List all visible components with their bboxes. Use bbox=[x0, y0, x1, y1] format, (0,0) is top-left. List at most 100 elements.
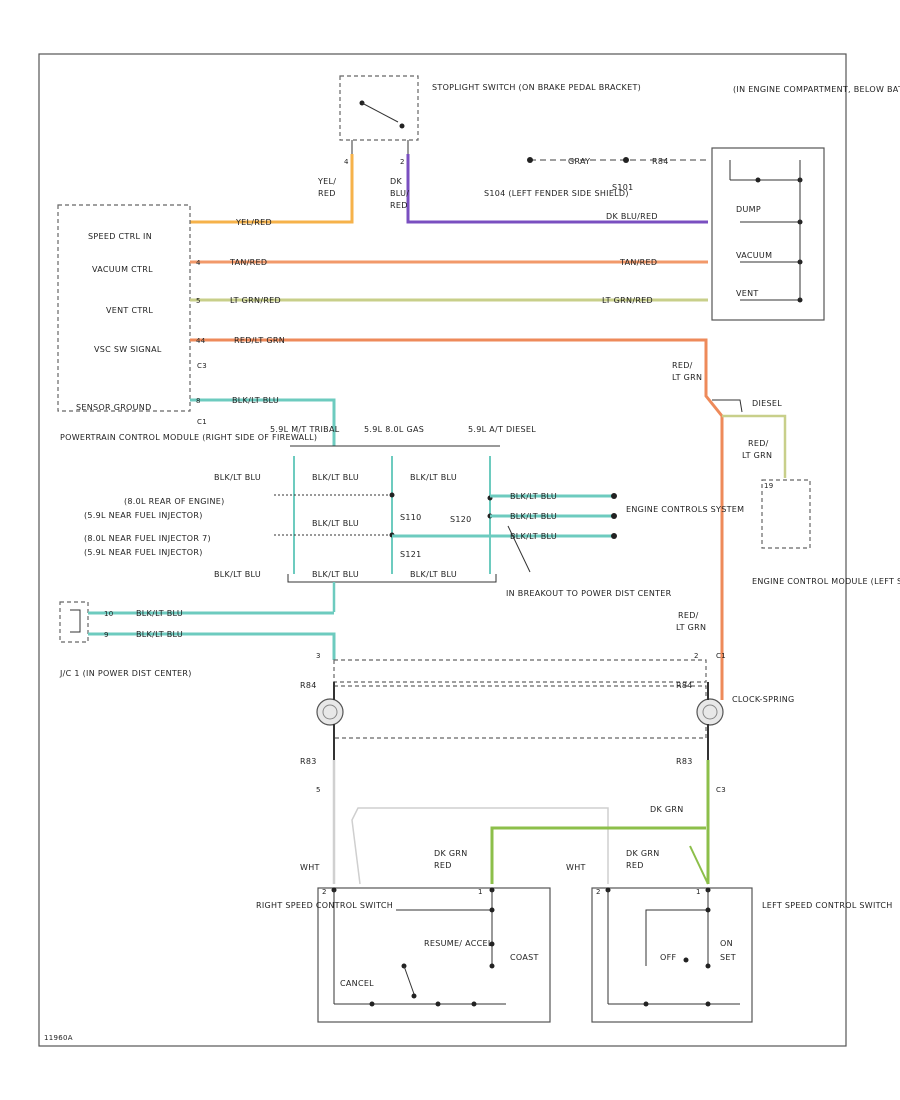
wire-label-tan-red-1: TAN/RED bbox=[229, 258, 267, 267]
wire-label-dkgrn-1: DK GRN bbox=[650, 805, 684, 814]
wire-label-wht-1: WHT bbox=[300, 863, 320, 872]
wire-diesel-branch bbox=[722, 414, 787, 478]
splice-s120: S120 bbox=[450, 515, 472, 524]
wire-label-lt-grn-red-1: LT GRN/RED bbox=[230, 296, 281, 305]
clockspring-label: CLOCK-SPRING bbox=[732, 695, 795, 704]
diesel-label: DIESEL bbox=[752, 399, 782, 408]
wire-label-red-a: RED/ bbox=[672, 361, 693, 370]
jc-pin-b: 9 bbox=[104, 631, 109, 639]
cs-pin-right: 2 bbox=[694, 652, 699, 660]
ls-off: OFF bbox=[660, 953, 676, 962]
wire-dk-grn-red-branch bbox=[490, 826, 706, 884]
wire-label-blu: BLU/ bbox=[390, 189, 409, 198]
rs-resume: RESUME/ ACCEL bbox=[424, 939, 493, 948]
jc-wire-1: BLK/LT BLU bbox=[136, 609, 183, 618]
ls-pin-b: 1 bbox=[696, 888, 701, 896]
engine-variant-2: 5.9L 8.0L GAS bbox=[364, 425, 424, 434]
cs-r83-left: R83 bbox=[300, 757, 317, 766]
breakout-label: IN BREAKOUT TO POWER DIST CENTER bbox=[506, 589, 672, 598]
ls-set: SET bbox=[720, 953, 736, 962]
engine-wire-label-3: BLK/LT BLU bbox=[510, 532, 557, 541]
pin-vent: 5 bbox=[196, 297, 201, 305]
jc-label: J/C 1 (IN POWER DIST CENTER) bbox=[59, 669, 192, 678]
cs-pin-left: 3 bbox=[316, 652, 321, 660]
wire-red-lt-grn bbox=[190, 338, 724, 700]
pcm-vsc-sw-signal: VSC SW SIGNAL bbox=[94, 345, 162, 354]
rs-cancel: CANCEL bbox=[340, 979, 374, 988]
pcm-vacuum-ctrl: VACUUM CTRL bbox=[92, 265, 153, 274]
pin-44: 44 bbox=[196, 337, 206, 345]
bus-label-b: BLK/LT BLU bbox=[312, 473, 359, 482]
stoplight-switch-label: STOPLIGHT SWITCH (ON BRAKE PEDAL BRACKET… bbox=[432, 83, 641, 92]
jc-pin-a: 10 bbox=[104, 610, 114, 618]
wire-label-red-lt-grn: RED/LT GRN bbox=[234, 336, 285, 345]
cs-r83-right: R83 bbox=[676, 757, 693, 766]
bus-label-f: BLK/LT BLU bbox=[312, 570, 359, 579]
wire-label-red-c: RED/ bbox=[678, 611, 699, 620]
ls-on: ON bbox=[720, 939, 733, 948]
diagram-id: 11960A bbox=[44, 1034, 73, 1042]
stoplight-switch: STOPLIGHT SWITCH (ON BRAKE PEDAL BRACKET… bbox=[339, 75, 641, 154]
pcm-label: POWERTRAIN CONTROL MODULE (RIGHT SIDE OF… bbox=[60, 433, 317, 442]
wire-label-blk-lt-blu-1: BLK/LT BLU bbox=[232, 396, 279, 405]
wire-label-gray: GRAY bbox=[568, 157, 590, 166]
rs-pin-b: 1 bbox=[478, 888, 483, 896]
right-speed-control-switch: RIGHT SPEED CONTROL SWITCH 2 1 RESUME/ A… bbox=[256, 887, 551, 1023]
wire-label-dk-blu-red: DK BLU/RED bbox=[606, 212, 658, 221]
rs-coast: COAST bbox=[510, 953, 539, 962]
ecm-pin: 19 bbox=[764, 482, 774, 490]
engine-variant-3: 5.9L A/T DIESEL bbox=[468, 425, 536, 434]
pin-5-left: 5 bbox=[316, 786, 321, 794]
wire-label-ltgrn-a: LT GRN bbox=[672, 373, 702, 382]
wire-wht-bridge bbox=[351, 807, 609, 885]
pin-c3-right: C3 bbox=[716, 786, 726, 794]
left-switch-label: LEFT SPEED CONTROL SWITCH bbox=[762, 901, 893, 910]
cs-c1: C1 bbox=[716, 652, 726, 660]
vehicle-speed-control-servo: (IN ENGINE COMPARTMENT, BELOW BATTERY) V… bbox=[711, 85, 900, 321]
engine-wire-label-1: BLK/LT BLU bbox=[510, 492, 557, 501]
bus-label-g: BLK/LT BLU bbox=[410, 570, 457, 579]
note-1b: (5.9L NEAR FUEL INJECTOR) bbox=[84, 511, 203, 520]
pcm-c3: C3 bbox=[197, 362, 207, 370]
left-speed-control-switch: LEFT SPEED CONTROL SWITCH 2 1 OFF ON SET bbox=[591, 887, 893, 1023]
rs-pin-a: 2 bbox=[322, 888, 327, 896]
pin-tan: 4 bbox=[196, 259, 201, 267]
bus-label-c: BLK/LT BLU bbox=[410, 473, 457, 482]
pin-2-stop: 2 bbox=[400, 158, 405, 166]
ecm-label: ENGINE CONTROL MODULE (LEFT SIDE OF ENGI… bbox=[752, 577, 900, 586]
wire-label-tan-red-2: TAN/RED bbox=[619, 258, 657, 267]
splice-s104: S104 (LEFT FENDER SIDE SHIELD) bbox=[484, 189, 629, 198]
pin-ground: 8 bbox=[196, 397, 201, 405]
splice-s110: S110 bbox=[400, 513, 422, 522]
wire-label-red-b: RED/ bbox=[748, 439, 769, 448]
wire-label-lt-grn-red-2: LT GRN/RED bbox=[602, 296, 653, 305]
bus-label-a: BLK/LT BLU bbox=[214, 473, 261, 482]
wire-blk-lt-blu-pcm bbox=[190, 398, 336, 446]
wire-label-wht-2: WHT bbox=[566, 863, 586, 872]
engine-controls-label: ENGINE CONTROLS SYSTEM bbox=[626, 505, 744, 514]
wire-yel-red bbox=[190, 154, 354, 224]
wire-label-yel-red: YEL/RED bbox=[235, 218, 272, 227]
wire-label-red3: RED bbox=[390, 201, 408, 210]
pcm-speed-ctrl-in: SPEED CTRL IN bbox=[88, 232, 152, 241]
wire-label-ltgrn-b: LT GRN bbox=[742, 451, 772, 460]
note-1a: (8.0L REAR OF ENGINE) bbox=[124, 497, 225, 506]
wire-label-dk: DK bbox=[390, 177, 402, 186]
diagram-frame bbox=[38, 53, 847, 1047]
wire-label-red2: RED bbox=[318, 189, 336, 198]
pcm-sensor-ground: SENSOR GROUND bbox=[76, 403, 152, 412]
wire-label-yel: YEL/ bbox=[317, 177, 336, 186]
wire-label-r84: R84 bbox=[652, 157, 669, 166]
servo-vent: VENT bbox=[736, 289, 759, 298]
junction-connector-1: 10 9 BLK/LT BLU BLK/LT BLU J/C 1 (IN POW… bbox=[59, 601, 336, 678]
jc-wire-2: BLK/LT BLU bbox=[136, 630, 183, 639]
engine-variant-1: 5.9L M/T TRIBAL bbox=[270, 425, 340, 434]
wire-label-dkgrn-2: DK GRN bbox=[434, 849, 468, 858]
note-2a: (8.0L NEAR FUEL INJECTOR 7) bbox=[84, 534, 211, 543]
servo-vacuum: VACUUM bbox=[736, 251, 772, 260]
servo-dump: DUMP bbox=[736, 205, 761, 214]
wire-dk-blu-red bbox=[406, 154, 708, 224]
note-2b: (5.9L NEAR FUEL INJECTOR) bbox=[84, 548, 203, 557]
splice-s121: S121 bbox=[400, 550, 422, 559]
powertrain-control-module: SPEED CTRL IN VACUUM CTRL VENT CTRL VSC … bbox=[57, 204, 317, 442]
